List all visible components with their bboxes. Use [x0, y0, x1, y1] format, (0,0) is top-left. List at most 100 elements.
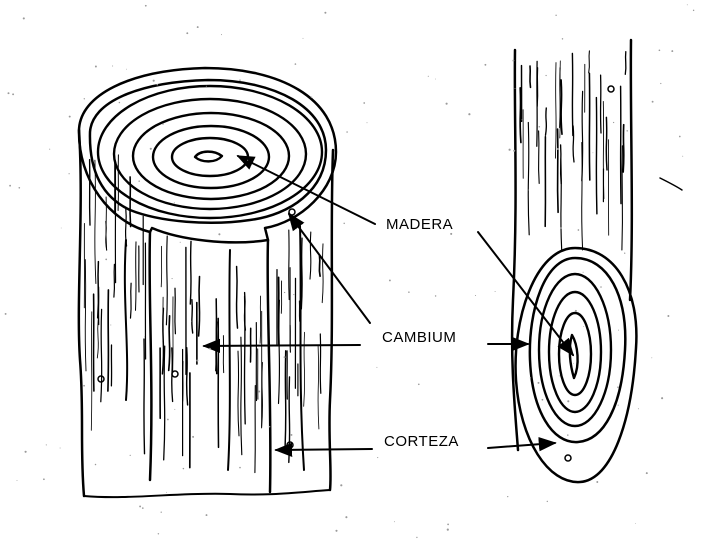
speckle-dot	[596, 481, 599, 483]
speckle-dot	[191, 320, 193, 322]
speckle-dot	[283, 356, 286, 359]
speckle-dot	[290, 433, 293, 436]
speckle-dot	[196, 26, 199, 29]
speckle-dot	[447, 523, 449, 526]
speckle-dot	[294, 63, 297, 65]
speckle-dot	[94, 463, 97, 466]
speckle-dot	[239, 466, 241, 469]
trunk-hatch-stroke	[559, 144, 562, 185]
bark-hatch-stroke	[174, 287, 177, 335]
speckle-dot	[583, 325, 585, 327]
speckle-dot	[7, 92, 10, 95]
speckle-dot	[651, 357, 653, 359]
speckle-dot	[12, 93, 15, 96]
wood-arrow-left	[236, 155, 376, 225]
speckle-dot	[43, 478, 45, 481]
speckle-dot	[573, 362, 574, 364]
speckle-dot	[514, 88, 516, 89]
speckle-dot	[173, 202, 175, 204]
bark-fissure-4	[227, 249, 231, 471]
speckle-dot	[624, 252, 626, 254]
bark-fissure-5	[299, 225, 305, 471]
speckle-dot	[468, 113, 471, 116]
speckle-dot	[144, 336, 146, 338]
speckle-dot	[529, 377, 532, 379]
speckle-dot	[138, 180, 140, 182]
speckle-dot	[129, 454, 131, 456]
speckle-dot	[617, 404, 619, 406]
speckle-dot	[345, 516, 348, 519]
speckle-dot	[209, 347, 211, 350]
speckle-dot	[661, 397, 664, 400]
bark-hatch-stroke	[163, 345, 166, 461]
trunk-hatch-stroke	[581, 141, 584, 251]
speckle-dot	[218, 233, 221, 236]
speckle-dot	[582, 271, 584, 273]
trunk-hatch-stroke	[560, 79, 563, 136]
speckle-dot	[545, 74, 547, 77]
speckle-dot	[446, 528, 449, 531]
bark-arrow-right	[487, 437, 557, 452]
speckle-dot	[541, 398, 544, 401]
speckle-dot	[645, 472, 648, 475]
speckle-dot	[343, 222, 345, 225]
speckle-dot	[157, 533, 160, 535]
log-ring-1	[96, 84, 324, 220]
log-pith	[193, 150, 224, 163]
speckle-dot	[22, 17, 25, 20]
speckle-dot	[651, 100, 654, 103]
speckle-dot	[445, 102, 448, 105]
log-ring-2	[112, 97, 308, 211]
bark-hatch-stroke	[191, 299, 194, 334]
speckle-dot	[577, 229, 580, 231]
speckle-dot	[258, 390, 261, 393]
section-ring-2	[547, 290, 603, 414]
trunk-hatch-stroke	[537, 130, 540, 184]
speckle-dot	[567, 434, 569, 436]
bark-hatch-stroke	[94, 159, 97, 284]
speckle-dot	[555, 14, 557, 17]
speckle-dot	[68, 173, 70, 175]
speckle-dot	[139, 505, 142, 508]
speckle-dot	[408, 291, 410, 293]
speckle-dot	[658, 49, 661, 52]
speckle-dot	[196, 359, 199, 362]
speckle-dot	[682, 155, 684, 157]
speckle-dot	[637, 408, 639, 410]
bark-hatch-stroke	[105, 196, 108, 250]
bark-hatch-stroke	[143, 338, 146, 455]
log-ring-4	[151, 124, 271, 190]
speckle-dot	[160, 511, 162, 513]
speckle-dot	[592, 152, 594, 154]
speckle-dot	[484, 63, 487, 66]
speckle-dot	[527, 189, 529, 191]
bark-texture	[83, 154, 324, 474]
speckle-dot	[186, 32, 189, 35]
trunk-hatch-stroke	[529, 65, 532, 89]
speckle-dot	[416, 536, 418, 539]
bark-fissure-1	[148, 230, 153, 482]
speckle-dot	[141, 507, 144, 509]
speckle-dot	[162, 123, 164, 125]
speckle-dot	[302, 37, 304, 39]
speckle-dot	[366, 122, 368, 124]
bark-hatch-stroke	[90, 311, 93, 431]
trunk-hatch-stroke	[605, 116, 608, 171]
trunk-left-edge	[510, 48, 520, 452]
speckle-dot	[149, 147, 152, 150]
trunk-right-edge	[628, 38, 634, 302]
trunk-hatch-stroke	[622, 123, 625, 173]
speckle-dot	[340, 484, 343, 487]
speckle-dot	[45, 444, 47, 446]
speckle-dot	[521, 119, 523, 121]
trunk-hatch-stroke	[595, 96, 598, 215]
speckle-dot	[247, 159, 249, 161]
speckle-dot	[678, 135, 681, 138]
log-bottom-edge	[83, 489, 331, 499]
speckle-dot	[205, 514, 208, 517]
trunk-hatch-stroke	[588, 50, 590, 74]
speckle-dot	[600, 286, 602, 288]
speckle-dot	[692, 9, 695, 12]
bark-hatch-stroke	[100, 308, 103, 403]
log-ring-5	[170, 136, 250, 178]
